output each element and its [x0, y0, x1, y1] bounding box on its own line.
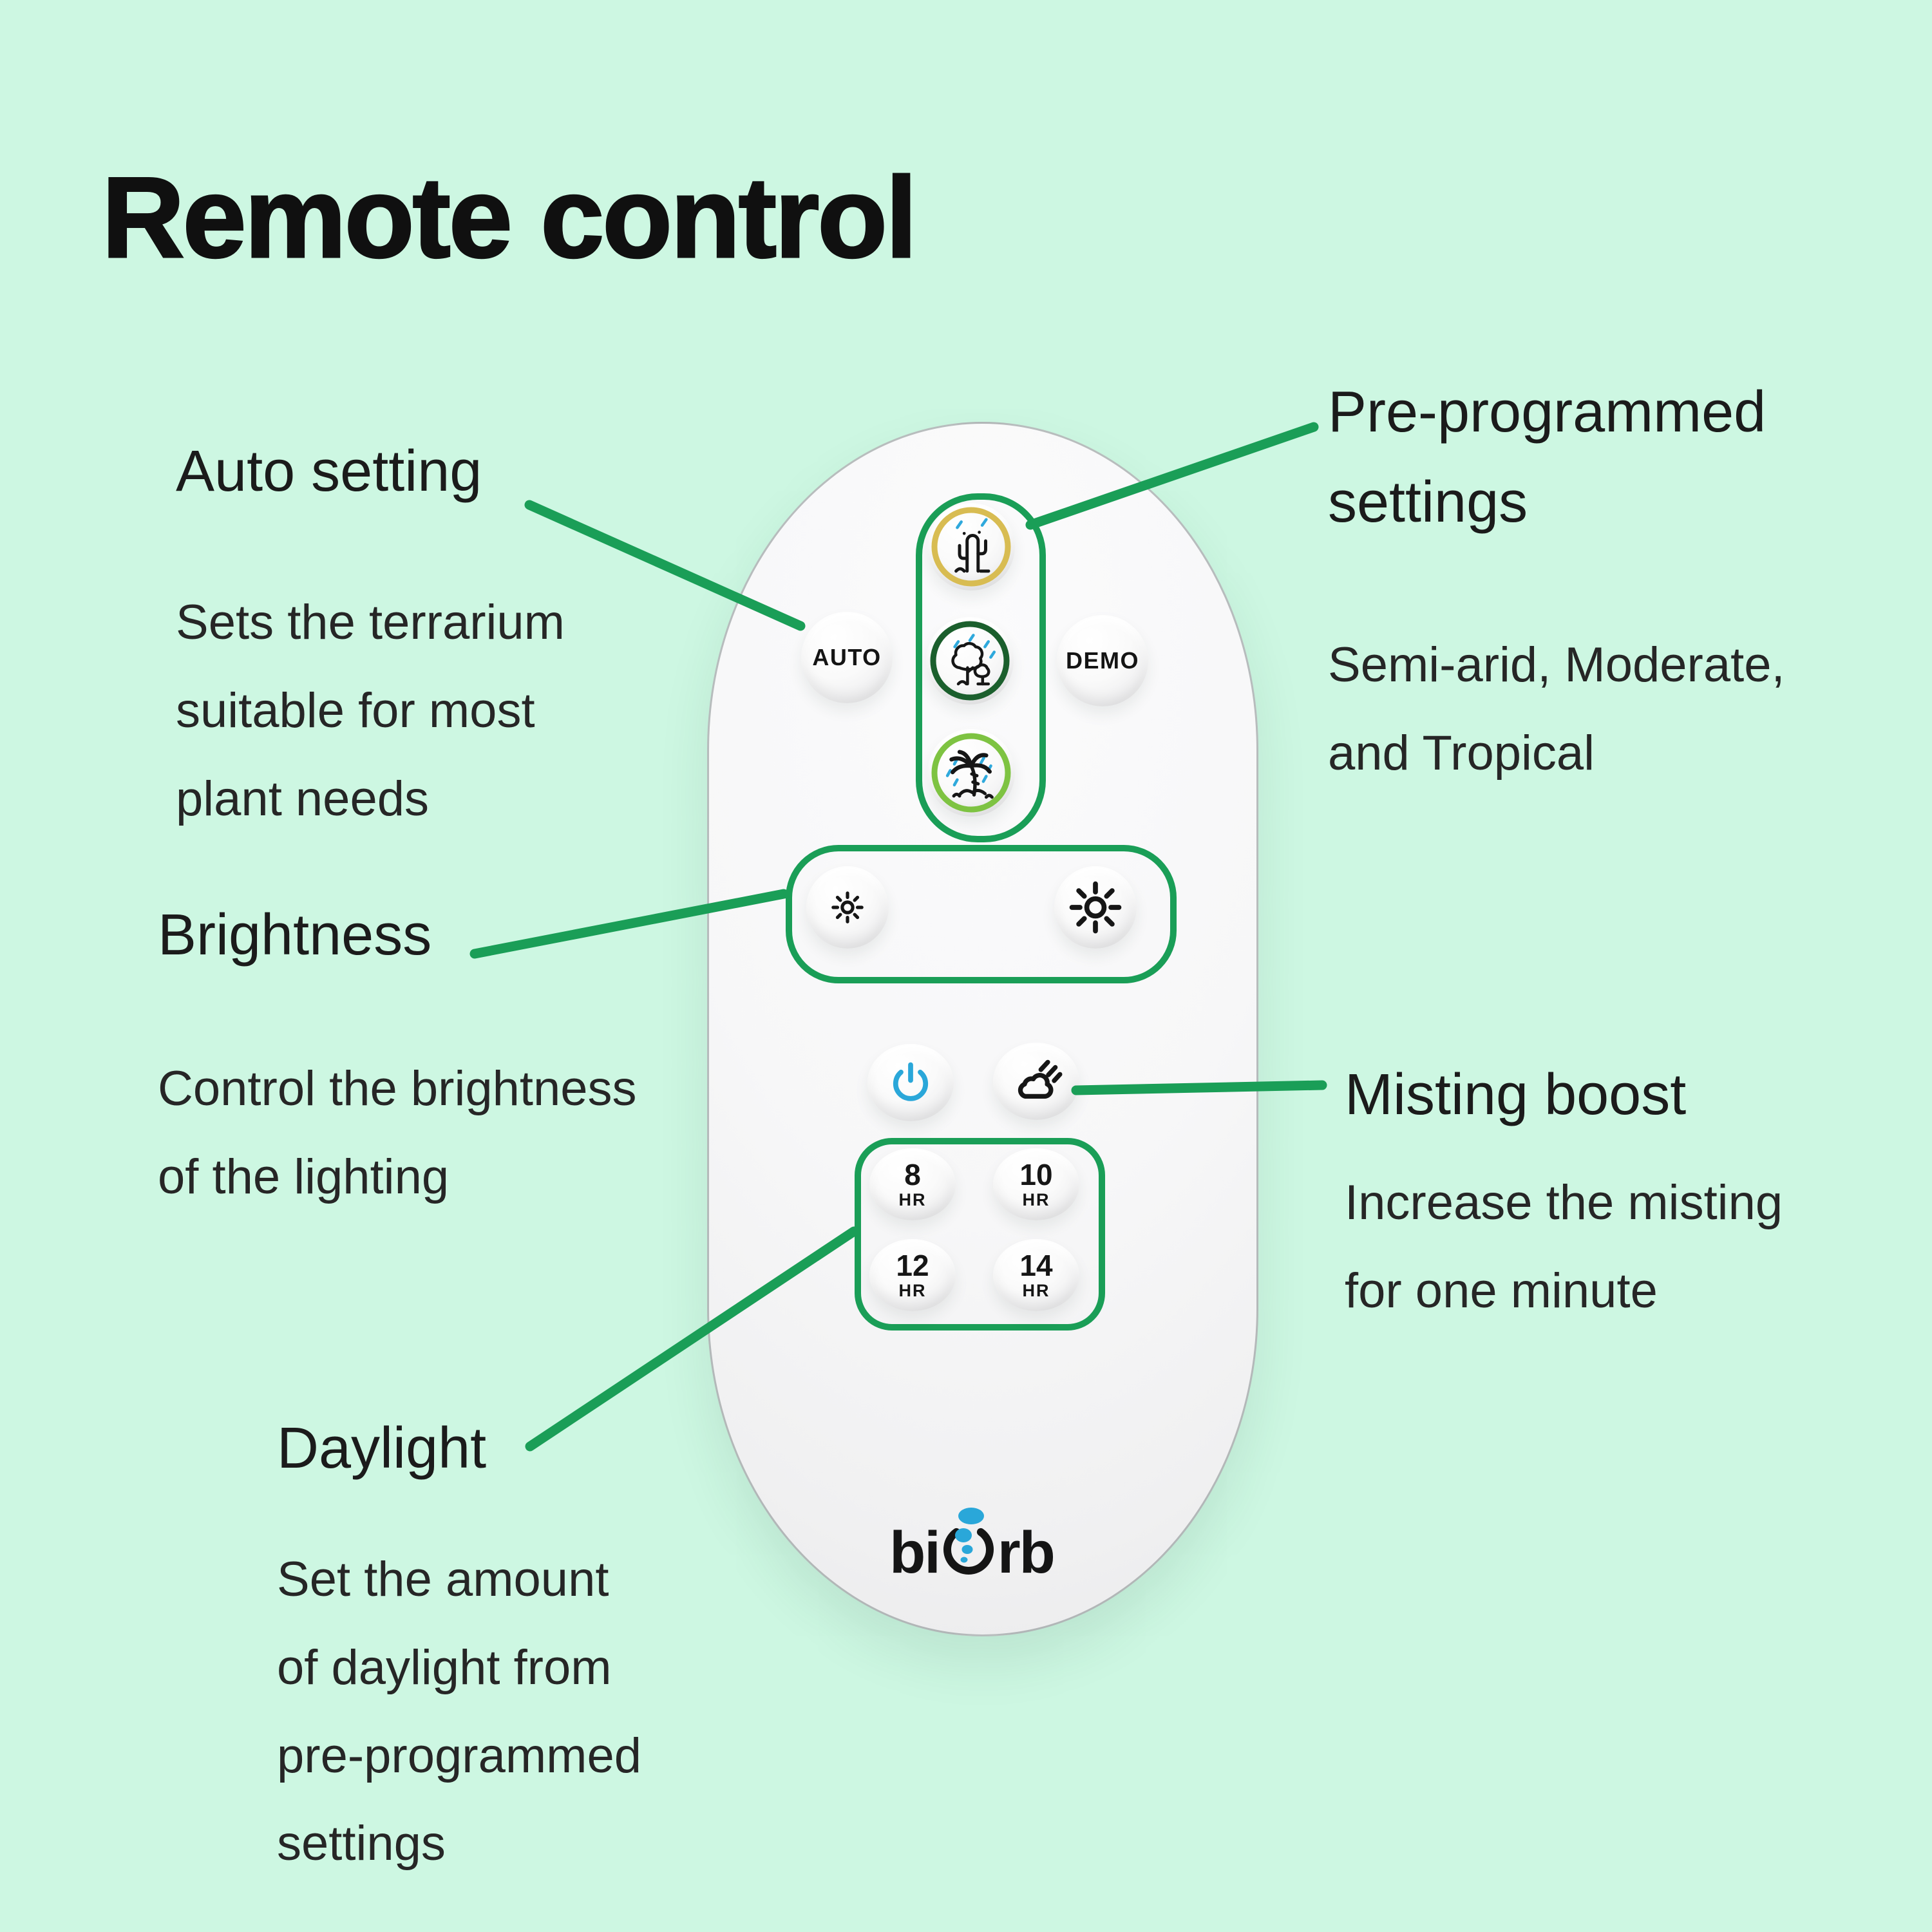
power-icon: [893, 1062, 929, 1101]
auto-setting-heading: Auto setting: [176, 439, 482, 504]
brightness-heading: Brightness: [158, 903, 432, 967]
cactus-rain-icon: [931, 507, 1011, 587]
daylight-14hr-button[interactable]: 14 HR: [993, 1239, 1079, 1311]
daylight-12hr-button[interactable]: 12 HR: [869, 1239, 956, 1311]
biorb-o-icon: [943, 1508, 994, 1575]
brightness-body: Control the brightness of the lighting: [158, 1061, 637, 1204]
brightness-group-outline: [786, 845, 1177, 983]
auto-button-label: AUTO: [812, 644, 882, 670]
biorb-logo-right: rb: [997, 1520, 1056, 1586]
semi-arid-button[interactable]: [927, 503, 1015, 591]
preprogrammed-group-outline: [916, 493, 1046, 842]
tropical-ring: [931, 733, 1011, 813]
demo-button[interactable]: DEMO: [1057, 615, 1148, 706]
daylight-14hr-label: 14 HR: [1019, 1249, 1053, 1300]
daylight-heading: Daylight: [277, 1416, 487, 1481]
daylight-8hr-button[interactable]: 8 HR: [869, 1148, 956, 1220]
tropical-button[interactable]: [927, 729, 1015, 817]
page-title: Remote control: [100, 153, 918, 283]
power-button[interactable]: [867, 1044, 954, 1121]
sun-bright-icon: [1069, 881, 1122, 934]
bubbles-icon: [954, 1508, 984, 1563]
mist-cloud-icon: [1018, 1059, 1063, 1099]
biorb-logo: bi rb: [875, 1504, 1068, 1586]
brightness-down-button[interactable]: [806, 866, 889, 949]
moderate-button[interactable]: [926, 617, 1014, 705]
biorb-logo-left: bi: [889, 1520, 941, 1586]
misting-boost-heading: Misting boost: [1345, 1063, 1687, 1127]
brightness-up-button[interactable]: [1054, 866, 1137, 949]
remote-control-body: AUTO DEMO: [707, 422, 1258, 1636]
preprogrammed-heading: Pre-programmed settings: [1328, 380, 1766, 535]
preprogrammed-body: Semi-arid, Moderate, and Tropical: [1328, 638, 1785, 781]
auto-button[interactable]: AUTO: [801, 612, 893, 703]
misting-boost-body: Increase the misting for one minute: [1345, 1175, 1783, 1318]
daylight-10hr-button[interactable]: 10 HR: [993, 1148, 1079, 1220]
demo-button-label: DEMO: [1066, 647, 1139, 674]
semi-arid-ring: [931, 507, 1011, 587]
palm-rain-icon: [931, 733, 1011, 813]
tree-rain-icon: [930, 621, 1010, 701]
moderate-ring: [930, 621, 1010, 701]
daylight-12hr-label: 12 HR: [896, 1249, 929, 1300]
daylight-8hr-label: 8 HR: [898, 1158, 927, 1209]
sun-dim-icon: [831, 891, 864, 923]
auto-setting-body: Sets the terrarium suitable for most pla…: [176, 595, 565, 826]
misting-boost-button[interactable]: [993, 1043, 1079, 1120]
daylight-10hr-label: 10 HR: [1019, 1158, 1053, 1209]
daylight-body: Set the amount of daylight from pre-prog…: [277, 1552, 641, 1871]
